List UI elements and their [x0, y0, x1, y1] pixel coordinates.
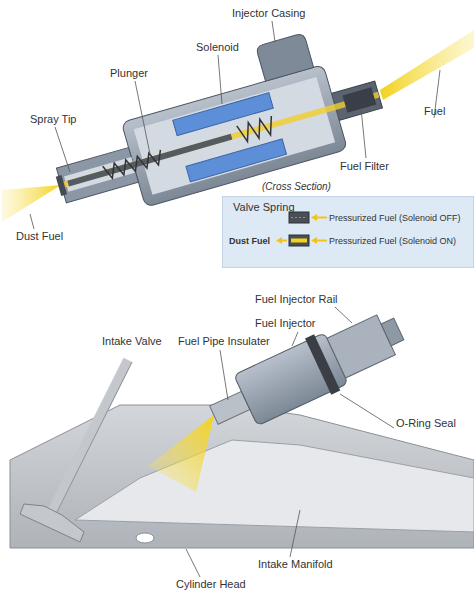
panel-text: Dust Fuel	[229, 235, 270, 247]
part-label: Fuel Injector	[255, 317, 316, 330]
panel-text: Pressurized Fuel (Solenoid ON)	[329, 235, 456, 247]
part-label: Intake Valve	[102, 335, 162, 348]
panel-heading: Valve Spring	[233, 201, 295, 213]
panel-text: Pressurized Fuel (Solenoid OFF)	[329, 212, 461, 224]
part-label: Solenoid	[196, 41, 239, 54]
part-label: Spray Tip	[30, 113, 76, 126]
part-label: Fuel	[424, 105, 445, 118]
part-label: Dust Fuel	[16, 230, 63, 243]
part-label: Fuel Injector Rail	[255, 293, 338, 306]
part-label: Plunger	[110, 67, 148, 80]
part-label: Intake Manifold	[258, 558, 333, 571]
part-label: (Cross Section)	[262, 180, 331, 193]
legend-panel: Valve SpringPressurized Fuel (Solenoid O…	[222, 196, 474, 268]
part-label: O-Ring Seal	[396, 417, 456, 430]
part-label: Fuel Pipe Insulater	[178, 335, 270, 348]
part-label: Injector Casing	[232, 7, 305, 20]
part-label: Fuel Filter	[340, 160, 389, 173]
part-label: Cylinder Head	[176, 578, 246, 591]
